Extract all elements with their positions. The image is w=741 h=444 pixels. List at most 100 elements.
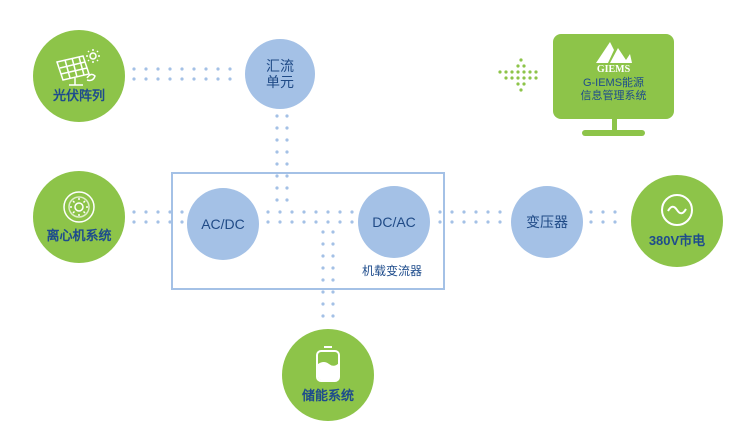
- giems-arrow-dot: [522, 64, 526, 68]
- connector-acdc-to-dcac: [350, 220, 354, 224]
- connector-combiner-to-bus: [275, 174, 279, 178]
- monitor-stand: [612, 118, 617, 132]
- connector-dcac-to-transformer: [474, 220, 478, 224]
- connector-pv-to-combiner: [228, 77, 232, 81]
- giems-arrow-dot: [522, 82, 526, 86]
- connector-combiner-to-bus: [285, 186, 289, 190]
- connector-acdc-to-dcac: [302, 210, 306, 214]
- transformer-label: 变压器: [526, 214, 568, 230]
- giems-arrow-dot: [516, 64, 520, 68]
- connector-pv-to-combiner: [168, 67, 172, 71]
- giems-label-line2: 信息管理系统: [580, 90, 647, 102]
- connector-dcac-to-transformer: [498, 210, 502, 214]
- pv-array-node: 光伏阵列: [33, 30, 125, 122]
- connector-pv-to-combiner: [168, 77, 172, 81]
- connector-combiner-to-bus: [285, 198, 289, 202]
- connector-centrifuge-to-acdc: [168, 220, 172, 224]
- connector-bus-to-storage: [331, 290, 335, 294]
- pv-array-label: 光伏阵列: [52, 88, 105, 103]
- connector-combiner-to-bus: [285, 150, 289, 154]
- giems-arrow-dot: [534, 70, 538, 74]
- connector-pv-to-combiner: [192, 67, 196, 71]
- giems-arrow-dot: [534, 76, 538, 80]
- transformer-node: 变压器: [511, 186, 583, 258]
- connector-acdc-to-dcac: [266, 220, 270, 224]
- connector-pv-to-combiner: [156, 77, 160, 81]
- dc-ac-label: DC/AC: [372, 214, 416, 230]
- connector-transformer-to-grid: [589, 210, 593, 214]
- giems-arrow-dot: [498, 70, 502, 74]
- centrifuge-label: 离心机系统: [46, 228, 112, 243]
- connector-bus-to-storage: [321, 254, 325, 258]
- connector-bus-to-storage: [321, 242, 325, 246]
- connector-centrifuge-to-acdc: [180, 220, 184, 224]
- battery-icon: [316, 346, 340, 382]
- connector-acdc-to-dcac: [326, 210, 330, 214]
- connector-dcac-to-transformer: [474, 210, 478, 214]
- connector-pv-to-combiner: [144, 67, 148, 71]
- connector-acdc-to-dcac: [302, 220, 306, 224]
- connector-bus-to-storage: [331, 266, 335, 270]
- connector-bus-to-storage: [321, 314, 325, 318]
- giems-label-line1: G-IEMS能源: [582, 77, 645, 89]
- giems-logo-text: GIEMS: [596, 64, 631, 75]
- giems-arrow-dot: [528, 70, 532, 74]
- connector-acdc-to-dcac: [278, 220, 282, 224]
- connector-acdc-to-dcac: [314, 220, 318, 224]
- connector-bus-to-storage: [321, 266, 325, 270]
- giems-arrow-dot: [519, 88, 523, 92]
- connector-transformer-to-grid: [601, 220, 605, 224]
- connector-bus-to-storage: [321, 230, 325, 234]
- connector-combiner-to-bus: [285, 138, 289, 142]
- connector-transformer-to-grid: [613, 220, 617, 224]
- solar-panel-icon: [56, 49, 100, 86]
- giems-arrow-dot: [516, 70, 520, 74]
- connector-acdc-to-dcac: [314, 210, 318, 214]
- connector-pv-to-combiner: [156, 67, 160, 71]
- connector-combiner-to-bus: [285, 114, 289, 118]
- connector-combiner-to-bus: [275, 186, 279, 190]
- connector-acdc-to-dcac: [278, 210, 282, 214]
- giems-monitor: GIEMS G-IEMS能源 信息管理系统: [553, 34, 674, 119]
- connector-pv-to-combiner: [228, 67, 232, 71]
- connector-dcac-to-transformer: [498, 220, 502, 224]
- connector-combiner-to-bus: [275, 162, 279, 166]
- connector-centrifuge-to-acdc: [180, 210, 184, 214]
- connector-centrifuge-to-acdc: [156, 220, 160, 224]
- connector-bus-to-storage: [321, 290, 325, 294]
- combiner-label-line1: 汇流: [266, 58, 294, 74]
- connector-centrifuge-to-acdc: [144, 210, 148, 214]
- connector-centrifuge-to-acdc: [168, 210, 172, 214]
- connector-combiner-to-bus: [285, 126, 289, 130]
- connector-pv-to-combiner: [216, 77, 220, 81]
- connector-acdc-to-dcac: [290, 220, 294, 224]
- connector-dcac-to-transformer: [438, 210, 442, 214]
- grid-380v-node: 380V市电: [631, 175, 723, 267]
- connector-pv-to-combiner: [132, 77, 136, 81]
- combiner-label-line2: 单元: [266, 74, 294, 90]
- dc-ac-node: DC/AC: [358, 186, 430, 258]
- monitor-base: [582, 130, 645, 136]
- connector-transformer-to-grid: [589, 220, 593, 224]
- connector-transformer-to-grid: [613, 210, 617, 214]
- mountain-logo-icon: [595, 42, 632, 63]
- giems-arrow-dot: [516, 76, 520, 80]
- connector-combiner-to-bus: [275, 138, 279, 142]
- storage-label: 储能系统: [301, 388, 354, 403]
- connector-combiner-to-bus: [285, 174, 289, 178]
- connector-combiner-to-bus: [275, 114, 279, 118]
- connector-combiner-to-bus: [275, 198, 279, 202]
- connector-pv-to-combiner: [180, 77, 184, 81]
- connector-bus-to-storage: [331, 230, 335, 234]
- centrifuge-icon: [63, 191, 95, 223]
- combiner-unit-node: 汇流 单元: [245, 39, 315, 109]
- connector-acdc-to-dcac: [338, 210, 342, 214]
- connector-pv-to-combiner: [180, 67, 184, 71]
- connector-transformer-to-grid: [601, 210, 605, 214]
- connector-acdc-to-dcac: [338, 220, 342, 224]
- onboard-converter-box: [171, 172, 445, 290]
- connector-acdc-to-dcac: [350, 210, 354, 214]
- connector-dcac-to-transformer: [462, 220, 466, 224]
